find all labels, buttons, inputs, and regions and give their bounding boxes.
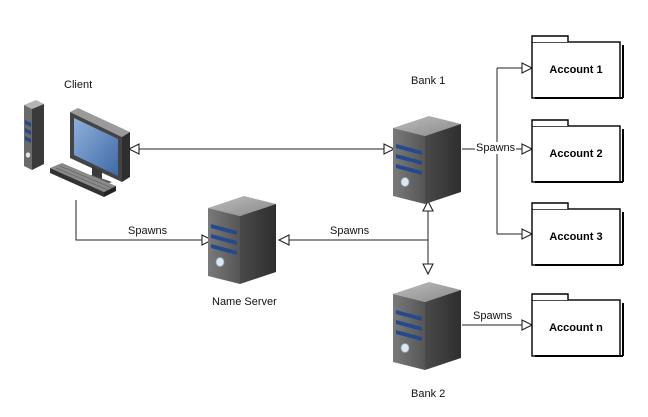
arrow-bank-to-nameserver xyxy=(278,234,290,246)
bank2-server-icon xyxy=(392,281,462,371)
name-server-label: Name Server xyxy=(212,296,277,308)
bank2-accounts-spawns-label: Spawns xyxy=(473,310,513,322)
bank-spawns-label: Spawns xyxy=(330,225,370,237)
connectors xyxy=(75,67,530,326)
client-computer-icon xyxy=(24,100,130,197)
account-n-label: Account n xyxy=(549,322,603,334)
account-3-label: Account 3 xyxy=(549,231,603,243)
arrow-to-bank1 xyxy=(383,143,395,155)
name-server-icon xyxy=(207,195,277,285)
bank1-accounts-spawns-label: Spawns xyxy=(475,142,517,154)
bank1-label: Bank 1 xyxy=(411,75,446,87)
account-1-label: Account 1 xyxy=(549,64,603,76)
arrow-to-client xyxy=(128,143,140,155)
account-2-label: Account 2 xyxy=(549,148,603,160)
arrow-down-bank2 xyxy=(422,263,434,275)
arrow-to-account-1 xyxy=(521,62,533,74)
client-label: Client xyxy=(64,79,93,91)
arrow-to-account-n xyxy=(521,319,533,331)
client-nameserver-line xyxy=(75,200,210,241)
arrowheads xyxy=(128,62,533,331)
client-spawns-label: Spawns xyxy=(128,225,168,237)
bank1-server-icon xyxy=(392,115,462,205)
arrow-to-account-2 xyxy=(521,143,533,155)
arrow-to-account-3 xyxy=(521,228,533,240)
bank2-label: Bank 2 xyxy=(411,388,446,400)
